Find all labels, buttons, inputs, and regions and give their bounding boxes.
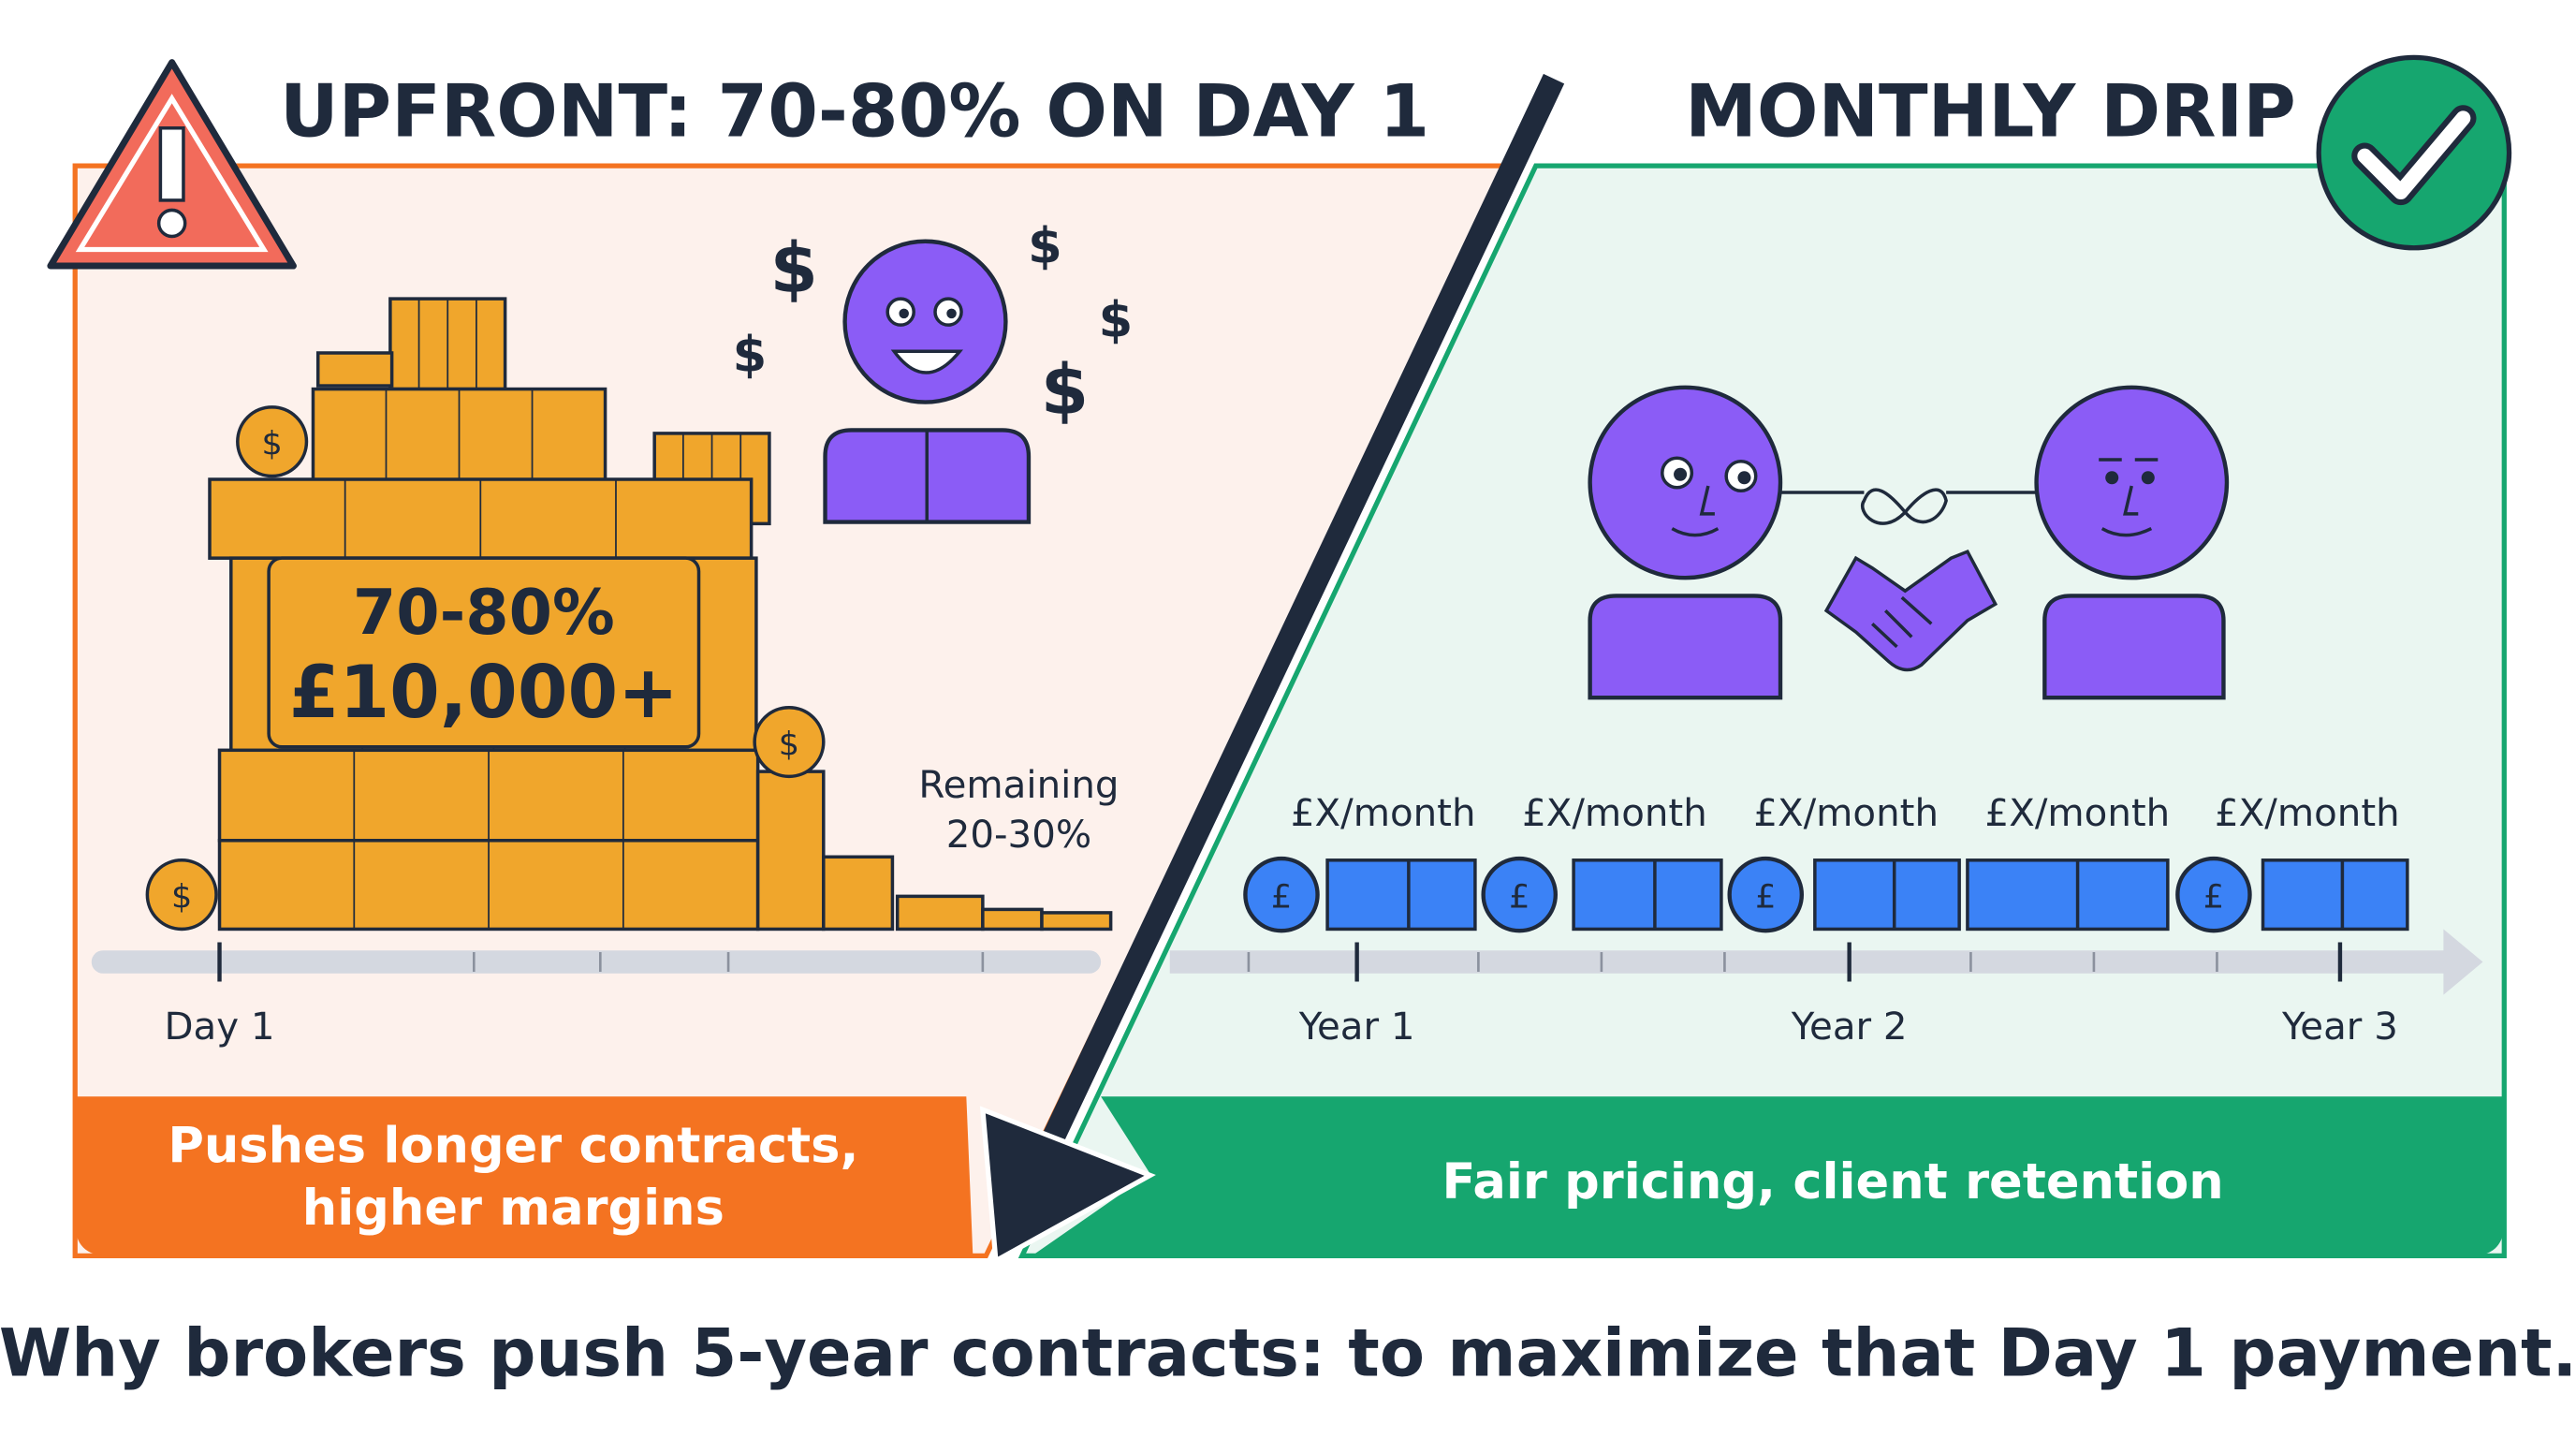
svg-text:$: $ [770,229,818,309]
svg-text:£X/month: £X/month [1753,791,1939,835]
dollar-coin-icon [236,405,309,478]
payment-block [1813,858,1961,932]
monthly-payments [1243,856,2409,933]
svg-text:$: $ [1041,351,1089,431]
payment-block [1572,858,1723,932]
stack-percent: 70-80% [353,576,615,649]
day-1-label: Day 1 [164,1005,274,1049]
payment-block [1325,858,1477,932]
caption: Why brokers push 5-year contracts: to ma… [0,1314,2576,1391]
gold-block [981,907,1044,932]
svg-text:£: £ [1509,878,1530,917]
payment-block [2261,858,2409,932]
pound-coin-icon [1727,856,1805,933]
handshake-icon [1823,549,1998,672]
svg-text:£X/month: £X/month [1985,791,2171,835]
stack-amount: £10,000+ [289,651,679,735]
pound-coin-icon [1243,856,1320,933]
upfront-title: UPFRONT: 70-80% ON DAY 1 [280,70,1429,154]
upfront-timeline-ticks [217,942,985,982]
dollar-coin-symbol: $ [171,878,192,917]
year-1-label: Year 1 [1298,1005,1415,1049]
svg-text:£: £ [2203,878,2224,917]
dollar-coin-icon [753,705,826,779]
stack-label-box [267,556,701,749]
money-stack: $ $ $ [145,297,1113,932]
upfront-banner-line1: Pushes longer contracts, [168,1117,858,1174]
svg-text:$: $ [733,326,768,383]
gold-block [1040,911,1113,932]
year-2-label: Year 2 [1791,1005,1908,1049]
svg-text:$: $ [1028,218,1062,275]
gold-block [755,770,826,932]
svg-text:$: $ [1099,291,1134,348]
dollar-coin-symbol: $ [779,726,799,764]
payment-block [1966,858,2170,932]
gold-block [822,855,895,932]
dollar-coin-icon [145,858,218,932]
check-circle-icon [2316,54,2512,251]
remaining-label: Remaining [918,763,1119,807]
svg-text:£X/month: £X/month [1291,791,1476,835]
warning-triangle-icon [47,59,297,270]
svg-text:£X/month: £X/month [1522,791,1707,835]
drip-banner-text: Fair pricing, client retention [1442,1153,2224,1211]
upfront-timeline [91,950,1102,974]
dollar-coin-symbol: $ [261,425,282,463]
pound-coin-icon [2175,856,2252,933]
client-figure [1588,385,1783,700]
advisor-figure [2034,385,2230,700]
monthly-labels: £X/month £X/month £X/month £X/month £X/m… [1291,791,2400,835]
drip-banner [1032,1096,2505,1256]
gold-block [315,351,394,388]
dollar-signs: $ $ $ $ $ [733,218,1134,431]
happy-broker-figure [823,239,1032,524]
drip-timeline-arrow [1169,929,2483,995]
year-3-label: Year 3 [2281,1005,2398,1049]
drip-timeline-ticks [1247,942,2343,982]
svg-text:£X/month: £X/month [2215,791,2400,835]
drip-title: MONTHLY DRIP [1685,70,2296,154]
gold-block [895,894,985,932]
upfront-banner-line2: higher margins [302,1180,724,1237]
remaining-percent: 20-30% [946,813,1091,857]
infinity-connection-icon [1780,488,2037,525]
svg-text:£: £ [1755,878,1776,917]
pound-coin-icon [1481,856,1558,933]
upfront-banner [75,1096,973,1256]
pound-coins: £ £ £ £ [1271,878,2224,917]
diagonal-divider-arrow [979,73,1565,1265]
svg-text:£: £ [1271,878,1292,917]
